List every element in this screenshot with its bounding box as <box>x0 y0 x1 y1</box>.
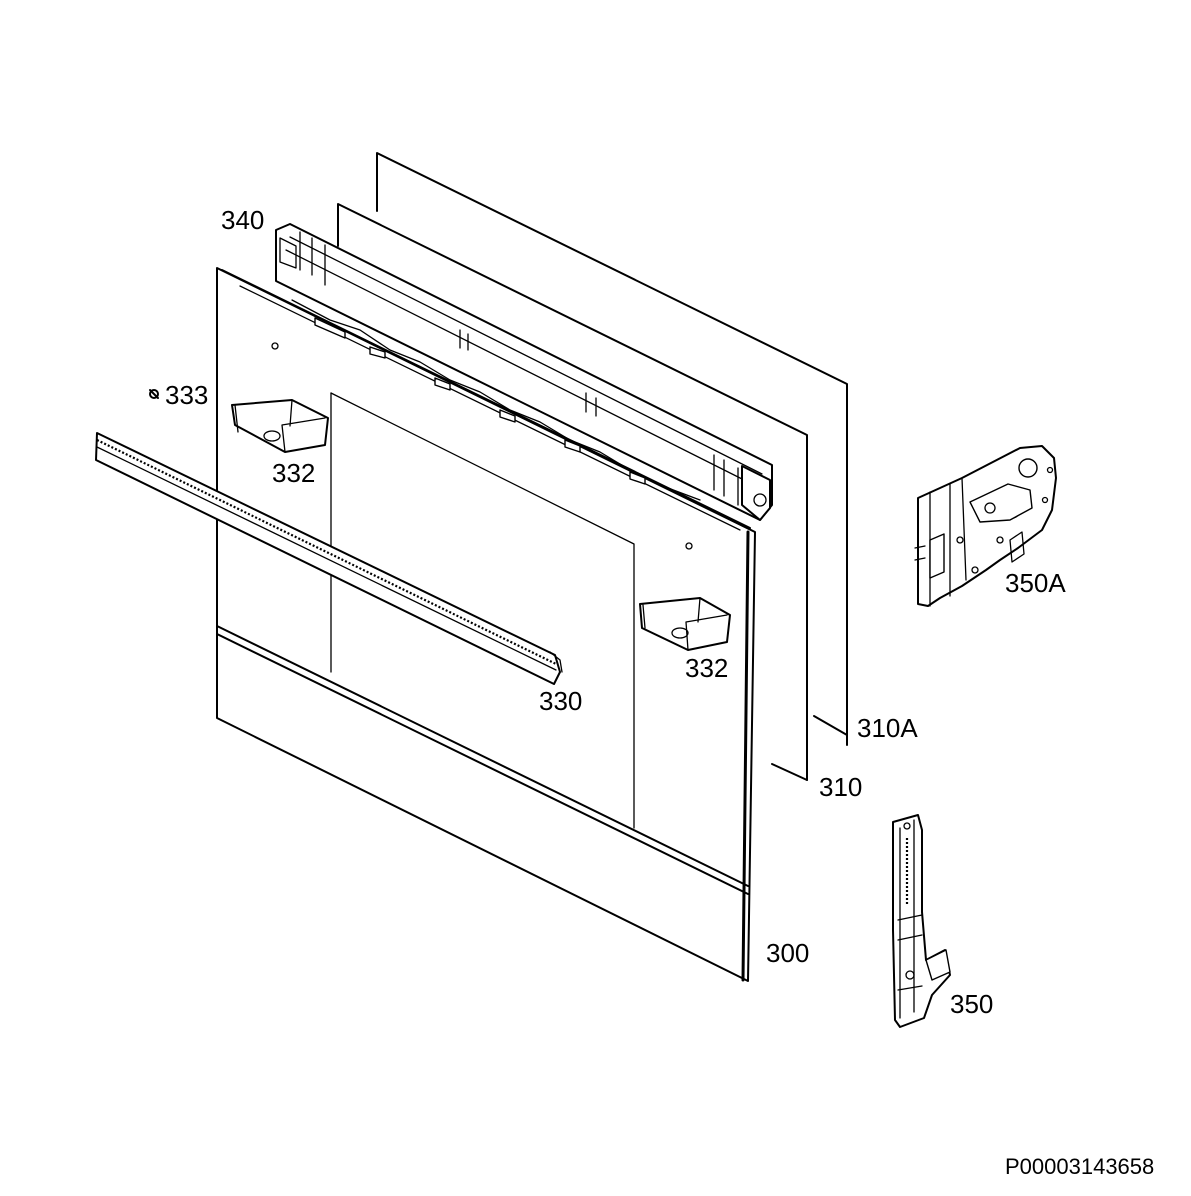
callout-340: 340 <box>221 205 264 235</box>
part-330-handle-bar <box>95 432 563 685</box>
callout-310a: 310A <box>857 713 918 743</box>
callout-350: 350 <box>950 989 993 1019</box>
part-332-handle-support-left <box>231 399 329 453</box>
callout-333: 333 <box>165 380 208 410</box>
callout-330: 330 <box>539 686 582 716</box>
callout-350a: 350A <box>1005 568 1066 598</box>
drawing-reference-code: P00003143658 <box>1005 1154 1154 1179</box>
part-340-top-profile <box>275 223 773 521</box>
callout-300: 300 <box>766 938 809 968</box>
part-310-inner-glass <box>337 203 808 781</box>
part-350-hinge-spring <box>892 814 951 1028</box>
part-333-screw <box>149 389 159 399</box>
part-332-handle-support-right <box>639 597 731 651</box>
part-310a-rear-glass <box>376 152 848 746</box>
part-350a-hinge <box>914 445 1057 607</box>
door-top-clips <box>314 317 646 485</box>
callout-310: 310 <box>819 772 862 802</box>
callout-332-left: 332 <box>272 458 315 488</box>
callout-332-right: 332 <box>685 653 728 683</box>
